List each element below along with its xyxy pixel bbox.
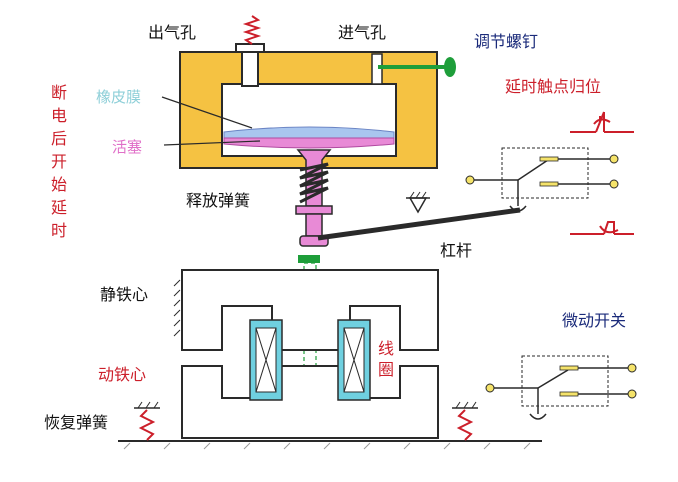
return-spring-left [134, 401, 160, 441]
piston-label: 活塞 [112, 138, 142, 156]
diaphragm-leader [161, 96, 253, 129]
delay-contact-switch [465, 147, 619, 212]
piston-leader [163, 140, 261, 146]
coil-left [249, 319, 283, 401]
delay-contact-symbol-bottom [570, 221, 634, 235]
return-spring-right [452, 401, 478, 441]
release-spring-label: 释放弹簧 [186, 191, 250, 210]
lever [317, 207, 521, 241]
coil-label-text: 线圈 [378, 339, 394, 379]
micro-switch [485, 355, 637, 420]
power-off-delay-label: 断电后开始延时 [51, 83, 67, 240]
piston [223, 137, 395, 149]
lever-label: 杠杆 [440, 241, 472, 260]
adjust-screw [378, 57, 456, 77]
air-outlet-label: 出气孔 [148, 23, 196, 42]
release-spring [299, 162, 329, 204]
delay-contact-symbol-top [570, 111, 634, 133]
diaphragm-label: 橡皮膜 [96, 88, 141, 106]
static-core-hatch [173, 279, 181, 337]
moving-core-label: 动铁心 [98, 365, 146, 384]
base-hatch [123, 442, 531, 450]
delay-reset-label: 延时触点归位 [505, 77, 601, 96]
return-spring-label: 恢复弹簧 [44, 413, 108, 432]
power-off-delay-label-text: 断电后开始延时 [51, 83, 67, 240]
connector [298, 255, 320, 263]
adjust-screw-label: 调节螺钉 [474, 32, 538, 51]
air-inlet-label: 进气孔 [338, 23, 386, 42]
coil-label: 线圈 [378, 339, 394, 379]
micro-switch-label: 微动开关 [562, 311, 626, 330]
lever-pivot [406, 191, 430, 214]
static-core-label: 静铁心 [100, 285, 148, 304]
moving-iron-core [181, 365, 439, 439]
rubber-diaphragm [223, 126, 395, 139]
coil-right [337, 319, 371, 401]
static-iron-core [181, 269, 439, 351]
